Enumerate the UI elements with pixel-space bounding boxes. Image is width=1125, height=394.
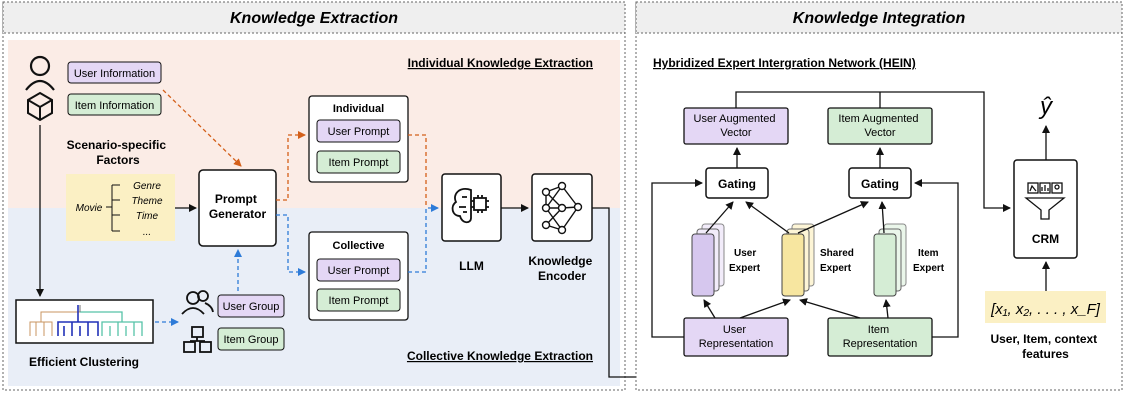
item-group-icon — [183, 326, 212, 353]
factor-tree: Movie Genre Theme Time ... — [66, 174, 175, 241]
collective-section-title: Collective Knowledge Extraction — [407, 349, 593, 363]
svg-text:Shared Expert: Shared Expert — [820, 248, 857, 274]
user-gating-box: Gating — [705, 167, 769, 199]
individual-title: Individual — [333, 103, 384, 115]
individual-section-title: Individual Knowledge Extraction — [408, 56, 593, 70]
factor-leaf-time: Time — [136, 211, 159, 222]
integration-panel-title: Knowledge Integration — [793, 10, 966, 27]
item-expert-stack: Item Expert — [873, 223, 945, 297]
item-augmented-vector: Item Augmented Vector — [827, 107, 933, 145]
factor-leaf-theme: Theme — [131, 196, 163, 207]
svg-text:Item Augmented Vector: Item Augmented Vector — [838, 113, 921, 139]
features-label: User, Item, context features — [990, 332, 1100, 361]
svg-text:Item Group: Item Group — [223, 334, 278, 346]
crm-box: CRM — [1013, 159, 1078, 259]
user-group-box: User Group — [217, 294, 285, 318]
crm-label: CRM — [1032, 232, 1059, 246]
svg-text:Knowledge Encoder: Knowledge Encoder — [528, 254, 595, 283]
collective-title: Collective — [333, 240, 385, 252]
prompt-generator-box: Prompt Generator — [198, 169, 277, 247]
svg-text:Item Prompt: Item Prompt — [329, 157, 389, 169]
svg-text:Item Representation: Item Representation — [843, 324, 918, 350]
svg-text:Item Information: Item Information — [75, 100, 154, 112]
shared-expert-stack: Shared Expert — [781, 223, 857, 297]
user-icon — [25, 55, 55, 91]
dendrogram-icon — [29, 305, 143, 336]
svg-text:Gating: Gating — [718, 177, 756, 191]
svg-text:User Augmented Vector: User Augmented Vector — [694, 113, 779, 139]
user-representation-box: User Representation — [683, 317, 789, 357]
individual-user-prompt: User Prompt — [316, 119, 401, 143]
knowledge-encoder-box: Knowledge Encoder — [528, 173, 595, 283]
individual-prompt-box: Individual User Prompt Item Prompt — [308, 95, 409, 183]
network-icon — [541, 181, 583, 235]
user-information-box: User Information — [67, 61, 162, 84]
collective-user-prompt: User Prompt — [316, 258, 401, 282]
extraction-panel-title: Knowledge Extraction — [230, 10, 398, 27]
clustering-box: Efficient Clustering — [15, 299, 154, 369]
user-augmented-vector: User Augmented Vector — [683, 107, 789, 145]
factor-root: Movie — [76, 203, 103, 214]
svg-text:User Prompt: User Prompt — [328, 126, 390, 138]
item-representation-box: Item Representation — [827, 317, 933, 357]
svg-text:User Representation: User Representation — [699, 324, 774, 350]
scenario-factors-label: Scenario-specific Factors — [67, 138, 170, 167]
item-gating-box: Gating — [848, 167, 912, 199]
item-cube-icon — [27, 91, 53, 122]
svg-text:Item Prompt: Item Prompt — [329, 295, 389, 307]
user-group-icon — [181, 290, 214, 315]
svg-text:Prompt Generator: Prompt Generator — [209, 192, 267, 221]
collective-item-prompt: Item Prompt — [316, 288, 401, 312]
llm-label: LLM — [459, 259, 484, 273]
factor-leaf-more: ... — [143, 227, 151, 238]
clustering-label: Efficient Clustering — [29, 355, 139, 369]
svg-text:User Information: User Information — [74, 68, 155, 80]
brain-chip-icon — [451, 188, 489, 224]
individual-item-prompt: Item Prompt — [316, 150, 401, 174]
crm-funnel-icon — [1024, 182, 1066, 220]
integration-arrows — [651, 91, 1050, 338]
svg-text:Gating: Gating — [861, 177, 899, 191]
svg-text:User Expert: User Expert — [729, 248, 761, 274]
collective-prompt-box: Collective User Prompt Item Prompt — [308, 231, 409, 321]
factor-leaf-genre: Genre — [133, 181, 161, 192]
svg-text:[x₁, x₂, . . . , x_F]: [x₁, x₂, . . . , x_F] — [990, 301, 1101, 318]
svg-text:User Prompt: User Prompt — [328, 265, 390, 277]
user-expert-stack: User Expert — [691, 223, 761, 297]
svg-text:Item Expert: Item Expert — [913, 248, 945, 274]
svg-text:User Group: User Group — [223, 301, 280, 313]
hein-title: Hybridized Expert Intergration Network (… — [653, 56, 916, 70]
item-group-box: Item Group — [217, 327, 285, 351]
prediction-y-hat: ŷ — [1038, 93, 1054, 120]
item-information-box: Item Information — [67, 93, 162, 116]
features-formula-box: [x₁, x₂, . . . , x_F] — [985, 291, 1106, 323]
